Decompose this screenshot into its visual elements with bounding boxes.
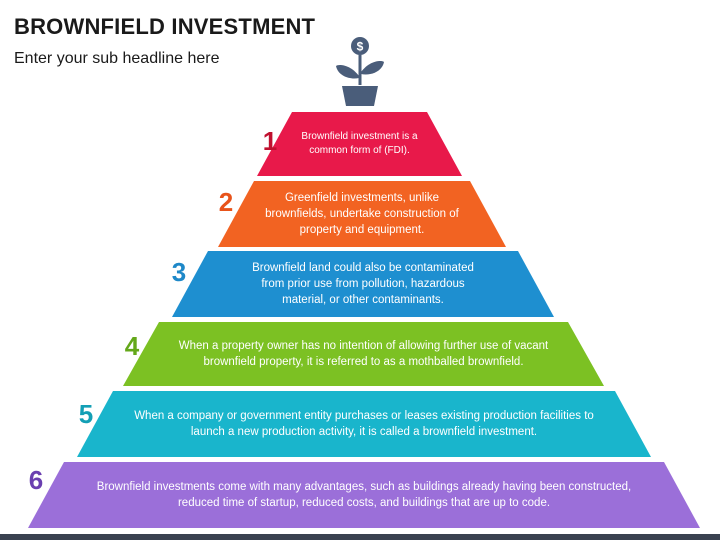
svg-text:$: $ <box>357 40 364 54</box>
tier-1-number: 1 <box>262 126 278 156</box>
pyramid-tier-4: When a property owner has no intention o… <box>123 322 604 386</box>
tier-5-shape <box>77 391 651 457</box>
tier-2-number: 2 <box>218 187 234 217</box>
bottom-bar <box>0 534 720 540</box>
tier-1-text: Brownfield investment is a common form o… <box>301 131 418 156</box>
pyramid-tier-6: Brownfield investments come with many ad… <box>28 462 700 528</box>
tier-1-shape <box>257 112 462 176</box>
tier-3-shape <box>172 251 554 317</box>
tier-5-text: When a company or government entity purc… <box>134 410 594 438</box>
tier-6-number: 6 <box>28 465 44 495</box>
tier-4-shape <box>123 322 604 386</box>
pyramid-tier-2: Greenfield investments, unlike brownfiel… <box>218 181 506 247</box>
pyramid-tier-5: When a company or government entity purc… <box>77 391 651 457</box>
tier-4-text: When a property owner has no intention o… <box>178 340 549 368</box>
dollar-plant-icon: $ <box>336 37 384 106</box>
tier-2-shape <box>218 181 506 247</box>
page-subtitle: Enter your sub headline here <box>14 50 220 67</box>
tier-2-text: Greenfield investments, unlike brownfiel… <box>265 192 459 236</box>
tier-4-number: 4 <box>124 331 140 361</box>
page-title: BROWNFIELD INVESTMENT <box>14 14 316 39</box>
pyramid-tier-1: Brownfield investment is a common form o… <box>257 112 462 176</box>
tier-6-shape <box>28 462 700 528</box>
pyramid-tier-3: Brownfield land could also be contaminat… <box>172 251 554 317</box>
tier-5-number: 5 <box>78 399 94 429</box>
tier-3-text: Brownfield land could also be contaminat… <box>252 262 474 306</box>
tier-3-number: 3 <box>171 257 187 287</box>
tier-6-text: Brownfield investments come with many ad… <box>96 481 632 509</box>
